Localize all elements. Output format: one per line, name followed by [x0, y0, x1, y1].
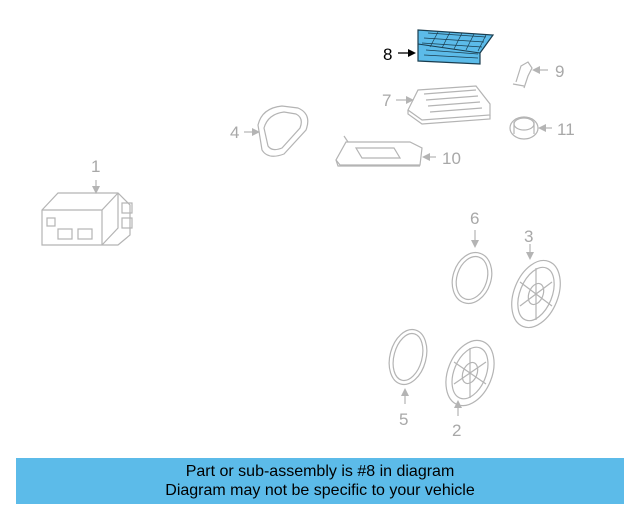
part-8-module-highlighted[interactable] — [398, 29, 495, 65]
part-10-panel — [335, 135, 436, 167]
callout-7: 7 — [382, 91, 391, 110]
callout-1: 1 — [91, 157, 100, 176]
callout-2: 2 — [452, 421, 461, 440]
part-3-speaker — [511, 244, 561, 329]
part-11-grommet — [509, 116, 552, 140]
info-banner: Part or sub-assembly is #8 in diagram Di… — [16, 458, 624, 504]
callout-4: 4 — [230, 123, 239, 142]
part-4-trim — [244, 105, 309, 157]
callout-9: 9 — [555, 62, 564, 81]
part-1-control-unit — [41, 180, 133, 246]
callout-8: 8 — [383, 45, 392, 64]
part-5-gasket — [388, 328, 428, 404]
part-9-bracket — [512, 61, 548, 89]
part-7-amplifier — [396, 85, 491, 125]
banner-line-part: Part or sub-assembly is #8 in diagram — [185, 463, 455, 480]
part-6-gasket — [451, 230, 493, 305]
callout-11: 11 — [557, 120, 575, 139]
callout-3: 3 — [524, 227, 533, 246]
callout-6: 6 — [470, 209, 479, 228]
callout-5: 5 — [399, 410, 408, 429]
part-2-speaker — [445, 339, 495, 416]
banner-line-disclaimer: Diagram may not be specific to your vehi… — [165, 482, 475, 499]
callout-10: 10 — [442, 149, 461, 168]
